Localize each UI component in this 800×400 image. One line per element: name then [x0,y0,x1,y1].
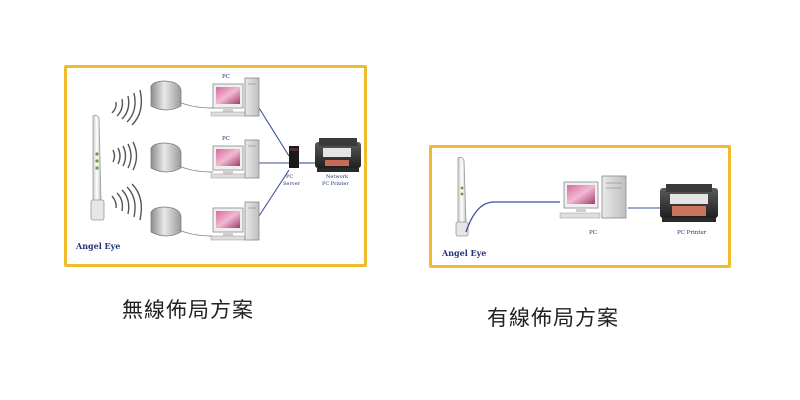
wired-layout-diagram: PC PC Printer Angel Eye [429,145,731,268]
printer-label-line-2: PC Printer [322,181,349,187]
receiver-row-3 [150,206,214,237]
printer-icon [660,184,718,222]
pc-label: PC [222,136,230,142]
printer-label-line-1: Network [326,174,349,180]
network-lines [258,107,315,217]
pc-label: PC [589,230,597,236]
wireless-signal-icon [111,89,143,221]
pc-icon [210,139,260,179]
wireless-diagram-svg: PC PC PC [75,74,361,251]
intraoral-camera-icon [90,114,105,221]
server-label-line-2: Server [283,181,301,187]
pc-icon [559,175,627,219]
wireless-layout-diagram: PC PC PC [64,65,367,267]
usb-cable [465,201,560,233]
printer-label: PC Printer [677,230,707,236]
brand-label: Angel Eye [441,248,486,258]
receiver-row-1 [150,80,214,111]
printer-icon [315,138,361,172]
wired-diagram-svg: PC PC Printer Angel Eye [441,156,718,258]
server-label-line-1: PC [286,174,293,180]
wireless-layout-caption: 無線佈局方案 [122,298,254,322]
server-icon [289,146,299,168]
pc-icon [210,77,260,117]
pc-icon [210,201,260,241]
pc-label: PC [222,74,230,80]
intraoral-camera-icon [455,156,469,237]
brand-label: Angel Eye [75,241,120,251]
wired-layout-caption: 有線佈局方案 [487,306,619,330]
receiver-row-2 [150,142,214,173]
